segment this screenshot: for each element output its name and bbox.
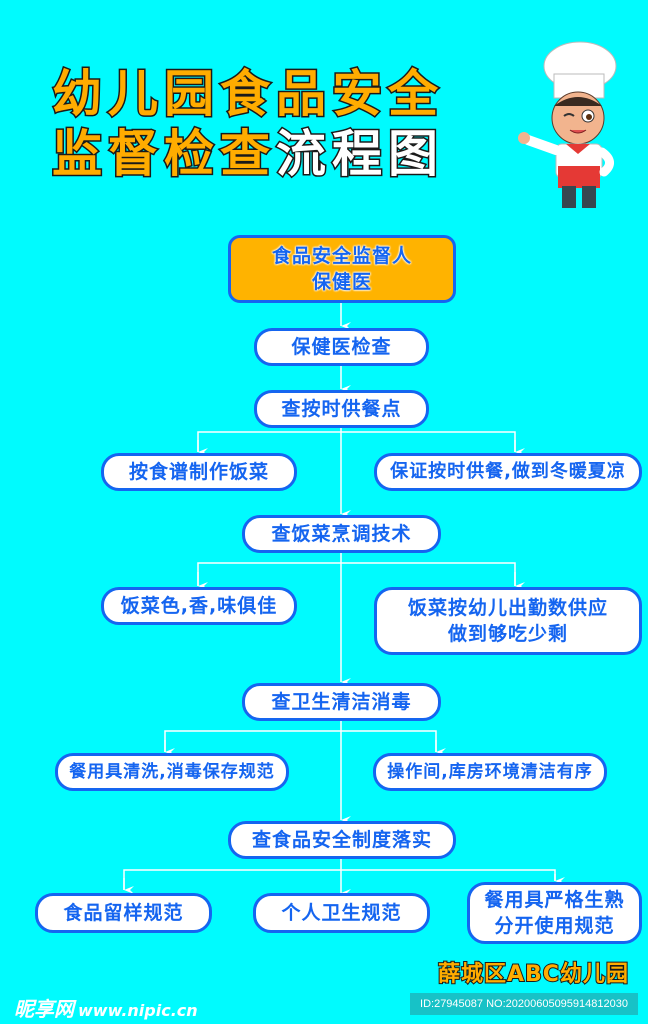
- chef-mascot-icon: [518, 41, 617, 208]
- root-node-line-1: 食品安全监督人: [271, 245, 412, 267]
- watermark-logo-text: 昵享网: [14, 997, 74, 1021]
- node-color-smell-taste: 饭菜色,香,味俱佳: [101, 587, 297, 625]
- node-check-meal-times: 查按时供餐点: [254, 390, 429, 428]
- node-raw-cooked-separation: 餐用具严格生熟 分开使用规范: [467, 882, 642, 944]
- root-node-line-2: 保健医: [311, 271, 372, 293]
- node-raw-cooked-line-2: 分开使用规范: [494, 915, 615, 937]
- watermark-url: www.nipic.cn: [78, 1001, 198, 1020]
- node-food-sample-retention: 食品留样规范: [35, 893, 212, 933]
- node-serve-by-attendance-line-2: 做到够吃少剩: [447, 623, 568, 645]
- title-line-2: 监督检查流程图: [51, 125, 444, 184]
- node-personal-hygiene: 个人卫生规范: [253, 893, 430, 933]
- school-name: 薛城区ABC幼儿园: [437, 961, 629, 988]
- node-check-hygiene: 查卫生清洁消毒: [242, 683, 441, 721]
- node-check-cooking-skills: 查饭菜烹调技术: [242, 515, 441, 553]
- image-id-bar: ID:27945087 NO:20200605095914812030: [410, 993, 638, 1015]
- root-node-supervisor: 食品安全监督人 保健医: [228, 235, 456, 303]
- node-timely-meals: 保证按时供餐,做到冬暖夏凉: [374, 453, 642, 491]
- title-line-2-white: 流程图: [275, 125, 444, 184]
- title-line-1: 幼儿园食品安全: [51, 65, 444, 124]
- node-cook-by-menu: 按食谱制作饭菜: [101, 453, 297, 491]
- node-workspace-clean: 操作间,库房环境清洁有序: [373, 753, 607, 791]
- node-check-safety-rules: 查食品安全制度落实: [228, 821, 456, 859]
- title-line-2-orange: 监督检查: [51, 125, 276, 184]
- node-raw-cooked-line-1: 餐用具严格生熟: [484, 889, 625, 911]
- node-health-doctor-check: 保健医检查: [254, 328, 429, 366]
- node-serve-by-attendance-line-1: 饭菜按幼儿出勤数供应: [407, 597, 608, 619]
- node-serve-by-attendance: 饭菜按幼儿出勤数供应 做到够吃少剩: [374, 587, 642, 655]
- node-tableware-disinfection: 餐用具清洗,消毒保存规范: [55, 753, 289, 791]
